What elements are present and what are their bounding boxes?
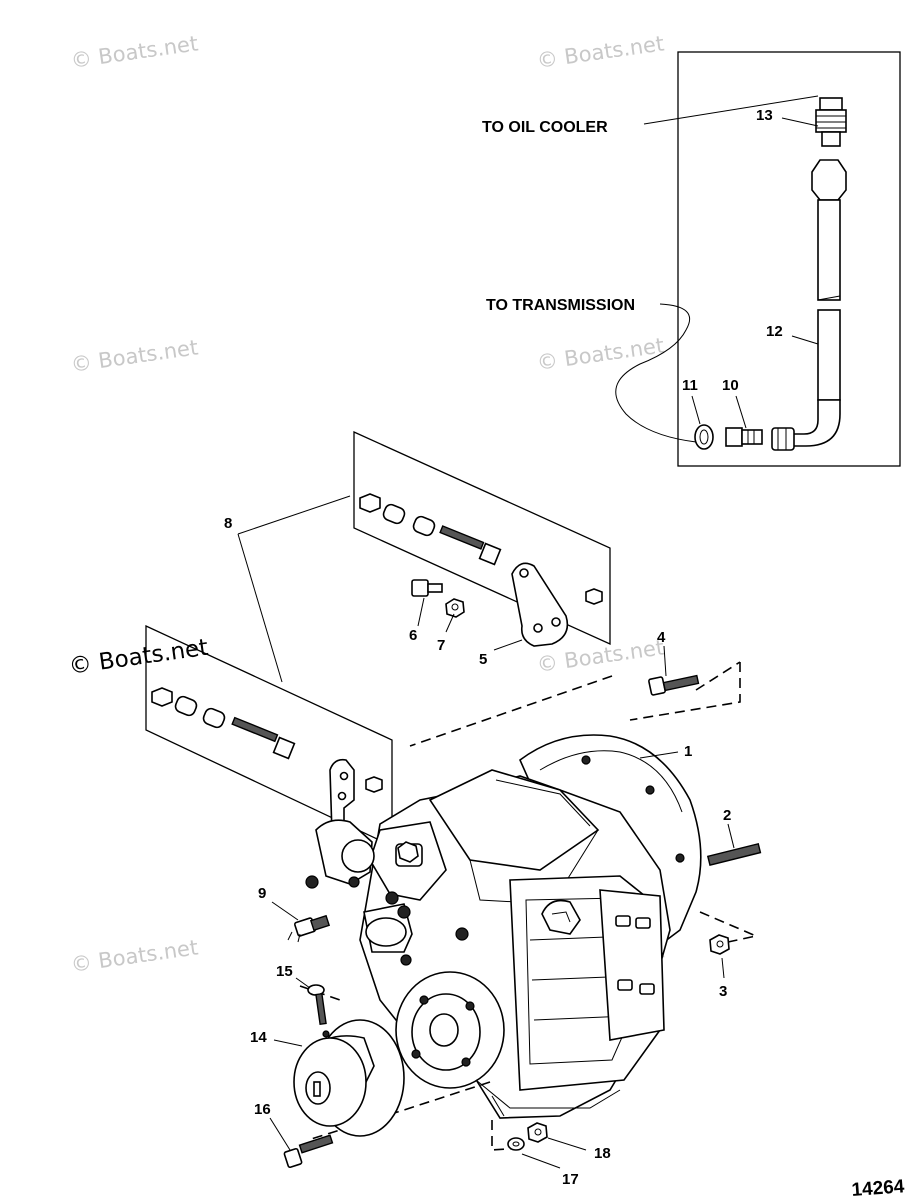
callout-18: 18 — [594, 1145, 611, 1162]
callout-4: 4 — [657, 629, 666, 646]
callout-11: 11 — [682, 377, 698, 394]
callout-10: 10 — [722, 377, 739, 394]
nut-7 — [445, 598, 465, 618]
nut-3 — [709, 934, 730, 955]
callout-16: 16 — [254, 1101, 271, 1118]
hose-12-lower — [771, 309, 841, 451]
bolt-4 — [648, 674, 700, 696]
callout-17: 17 — [562, 1171, 579, 1188]
callout-13: 13 — [756, 107, 773, 124]
callout-1: 1 — [684, 743, 692, 760]
transmission-housing — [305, 734, 702, 1119]
nut-18 — [527, 1122, 548, 1143]
callout-5: 5 — [479, 651, 487, 668]
callout-12: 12 — [766, 323, 783, 340]
callout-15: 15 — [276, 963, 293, 980]
callout-9: 9 — [258, 885, 266, 902]
watermark: © Boats.net — [535, 333, 665, 375]
callout-14: 14 — [250, 1029, 267, 1046]
bolt-16 — [283, 1134, 334, 1169]
callout-7: 7 — [437, 637, 445, 654]
watermark-dark: © Boats.net — [67, 635, 210, 680]
watermark: © Boats.net — [69, 31, 199, 73]
label-to-transmission: TO TRANSMISSION — [486, 297, 635, 314]
mount-panel-upper — [353, 430, 611, 647]
stud-2 — [706, 842, 762, 866]
figure-number: 14264 — [851, 1176, 906, 1200]
callout-2: 2 — [723, 807, 731, 824]
screw-15 — [307, 984, 327, 1026]
hose-12-upper — [811, 159, 847, 301]
washer-17 — [507, 1137, 525, 1151]
watermark: © Boats.net — [535, 31, 665, 73]
watermark: © Boats.net — [69, 335, 199, 377]
fitting-10 — [725, 427, 763, 447]
watermark: © Boats.net — [69, 935, 199, 977]
callout-6: 6 — [409, 627, 417, 644]
oil-cooler-hose-inset — [615, 51, 901, 467]
coupling-14 — [293, 1019, 405, 1137]
mount-panel-lower — [145, 624, 393, 848]
sender-9 — [287, 914, 331, 943]
fitting-13 — [815, 97, 847, 147]
bolt-6 — [411, 579, 443, 597]
callout-8: 8 — [224, 515, 232, 532]
label-to-oil-cooler: TO OIL COOLER — [482, 119, 608, 136]
o-ring-11 — [694, 424, 714, 450]
callout-3: 3 — [719, 983, 727, 1000]
